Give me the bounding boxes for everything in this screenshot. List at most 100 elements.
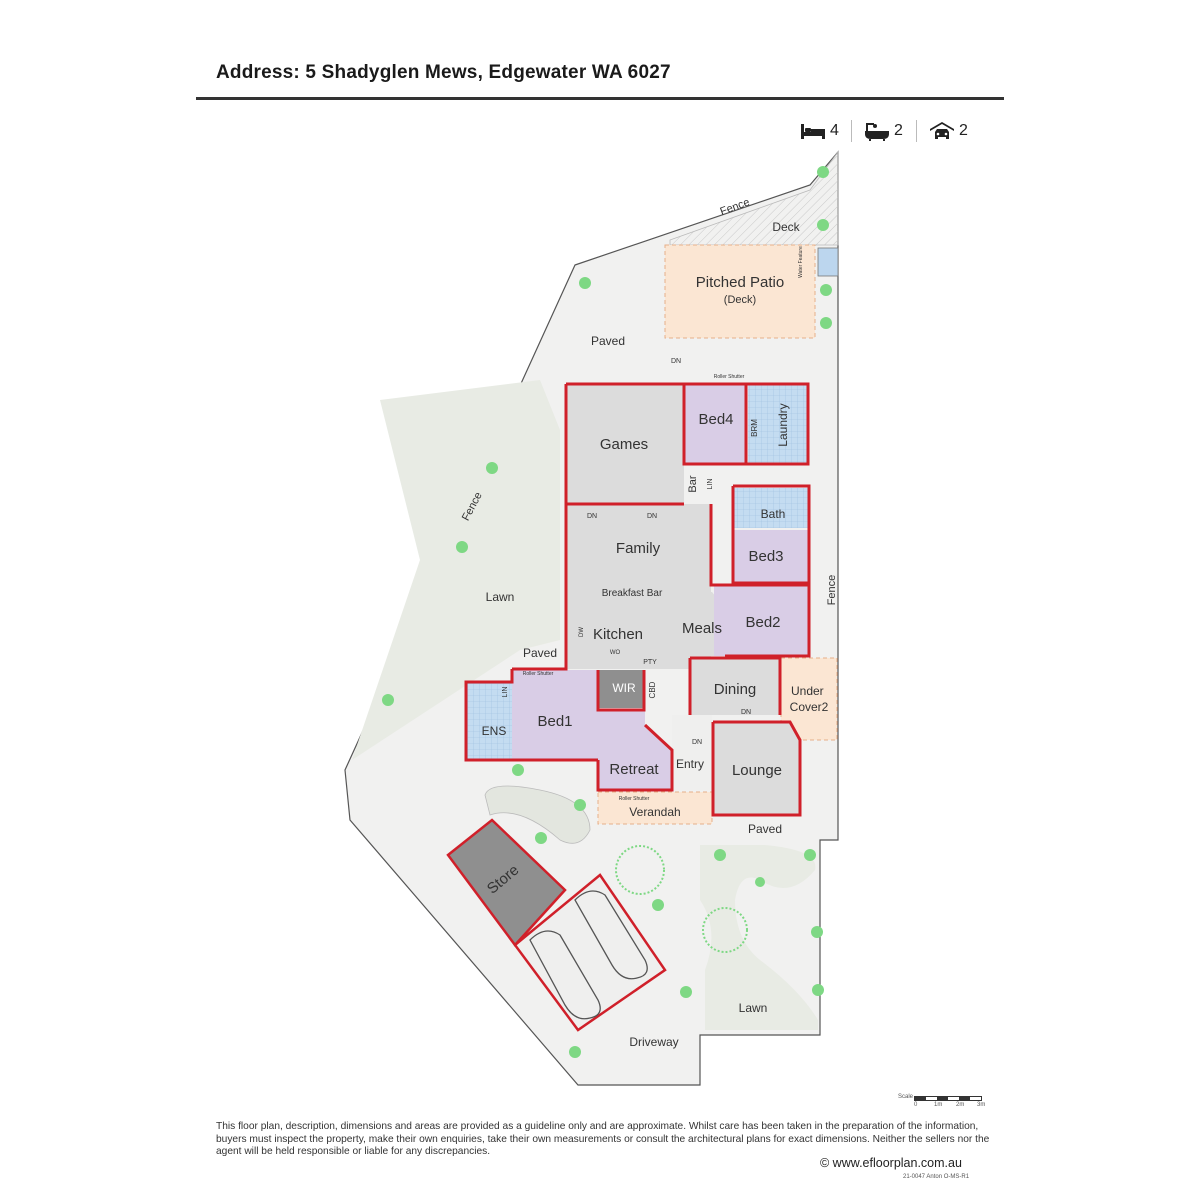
store-room [446,818,567,947]
bed3-label: Bed3 [748,548,783,565]
reference-code: 21-0047 Anton O-MS-R1 [903,1174,970,1180]
meals-room [670,592,725,656]
water-feature-label: Water Feature [798,246,804,278]
ens-room [466,682,512,760]
cbd-label: CBD [648,681,657,698]
baths-stat: 2 [864,118,903,144]
wir-label: WIR [612,681,636,695]
disclaimer: This floor plan, description, dimensions… [216,1121,990,1157]
bar-label: Bar [687,475,699,492]
meals-label: Meals [682,620,722,637]
copyright: © www.efloorplan.com.au [820,1156,962,1170]
ens-label: ENS [482,724,507,738]
roller-shutter-label: Roller Shutter [523,671,554,677]
entry-label: Entry [676,757,704,771]
bath-icon [865,123,889,141]
stats-divider [851,120,852,142]
laundry-room [748,384,808,464]
garage [513,873,667,1032]
property-stats: 4 2 2 [798,118,978,144]
games-room [566,384,684,504]
dining-room [690,658,780,715]
trees [382,166,832,1058]
stats-divider [916,120,917,142]
scale-tick: 1m [934,1102,943,1108]
car-icon [574,890,648,980]
lawn-right-label: Lawn [739,1001,768,1015]
scale-tick: 2m [956,1102,965,1108]
pitched-patio-label: Pitched Patio [696,274,784,291]
garage-count: 2 [959,122,968,139]
under-cover-line: Under [791,684,824,698]
dn-label: DN [692,739,702,746]
dining-label: Dining [714,681,757,698]
lounge-room [713,722,800,815]
dw-label: DW [579,627,585,637]
garage-icon [930,122,954,139]
bed3-room [733,530,809,583]
breakfast-bar-label: Breakfast Bar [602,588,663,599]
under-cover-line: Cover2 [790,700,829,714]
roller-shutter-label: Roller Shutter [619,796,650,802]
lin2-label: LIN [502,687,509,698]
bed1-label: Bed1 [537,713,572,730]
bed2-label: Bed2 [745,614,780,631]
entry-room [672,715,712,790]
house-walls [464,382,811,817]
under-cover-label: Under Cover2 [790,684,829,714]
roller-shutter-label: Roller Shutter [714,374,745,380]
title-divider [196,97,1004,100]
deck-label: Deck [772,220,800,234]
garden-bed [484,785,591,844]
bed4-room [684,384,746,464]
bath-room [733,488,809,528]
paved-bottom-label: Paved [748,822,782,836]
paved-mid-label: Paved [523,646,557,660]
patio-deck-label: (Deck) [724,294,756,306]
fence-right-label: Fence [826,575,838,606]
driveway-label: Driveway [629,1035,678,1049]
scale-tick: 3m [977,1102,986,1108]
car-icon [529,930,601,1020]
page-title: Address: 5 Shadyglen Mews, Edgewater WA … [216,62,671,83]
wc-label: BRM [750,419,759,437]
beds-count: 4 [830,122,839,139]
wir-room [598,670,644,708]
wo-label: WO [610,650,621,656]
scale-bar-graphic [914,1096,982,1101]
large-tree [615,845,665,895]
lounge-label: Lounge [732,762,782,779]
pty-label: PTY [643,659,657,666]
scale-bar: Scale 0 1m 2m 3m [898,1092,988,1110]
scale-tick: 0 [914,1102,918,1108]
lin-label: LIN [707,479,714,490]
water-feature [817,247,839,277]
dn-label: DN [647,513,657,520]
beds-stat: 4 [800,118,839,144]
large-tree [702,907,748,953]
lawn-left-label: Lawn [486,590,515,604]
lawn-right-area [700,845,818,1030]
lawn-left-area [352,380,560,760]
dn-label: DN [741,709,751,716]
baths-count: 2 [894,122,903,139]
bed4-label: Bed4 [698,411,733,428]
dn-label: DN [587,513,597,520]
kitchen-label: Kitchen [593,626,643,643]
dn-label: DN [671,358,681,365]
laundry-label: Laundry [776,403,790,446]
garage-stat: 2 [929,118,968,144]
family-label: Family [616,540,661,557]
verandah-label: Verandah [629,805,680,819]
bed-icon [801,124,825,139]
paved-top-label: Paved [591,334,625,348]
verandah-area [597,791,713,825]
pitched-patio [664,244,816,339]
games-label: Games [600,436,648,453]
bath-label: Bath [761,507,786,521]
retreat-label: Retreat [609,761,659,778]
deck-area [669,150,839,246]
bed2-room [714,585,809,656]
scale-label: Scale [898,1094,914,1100]
